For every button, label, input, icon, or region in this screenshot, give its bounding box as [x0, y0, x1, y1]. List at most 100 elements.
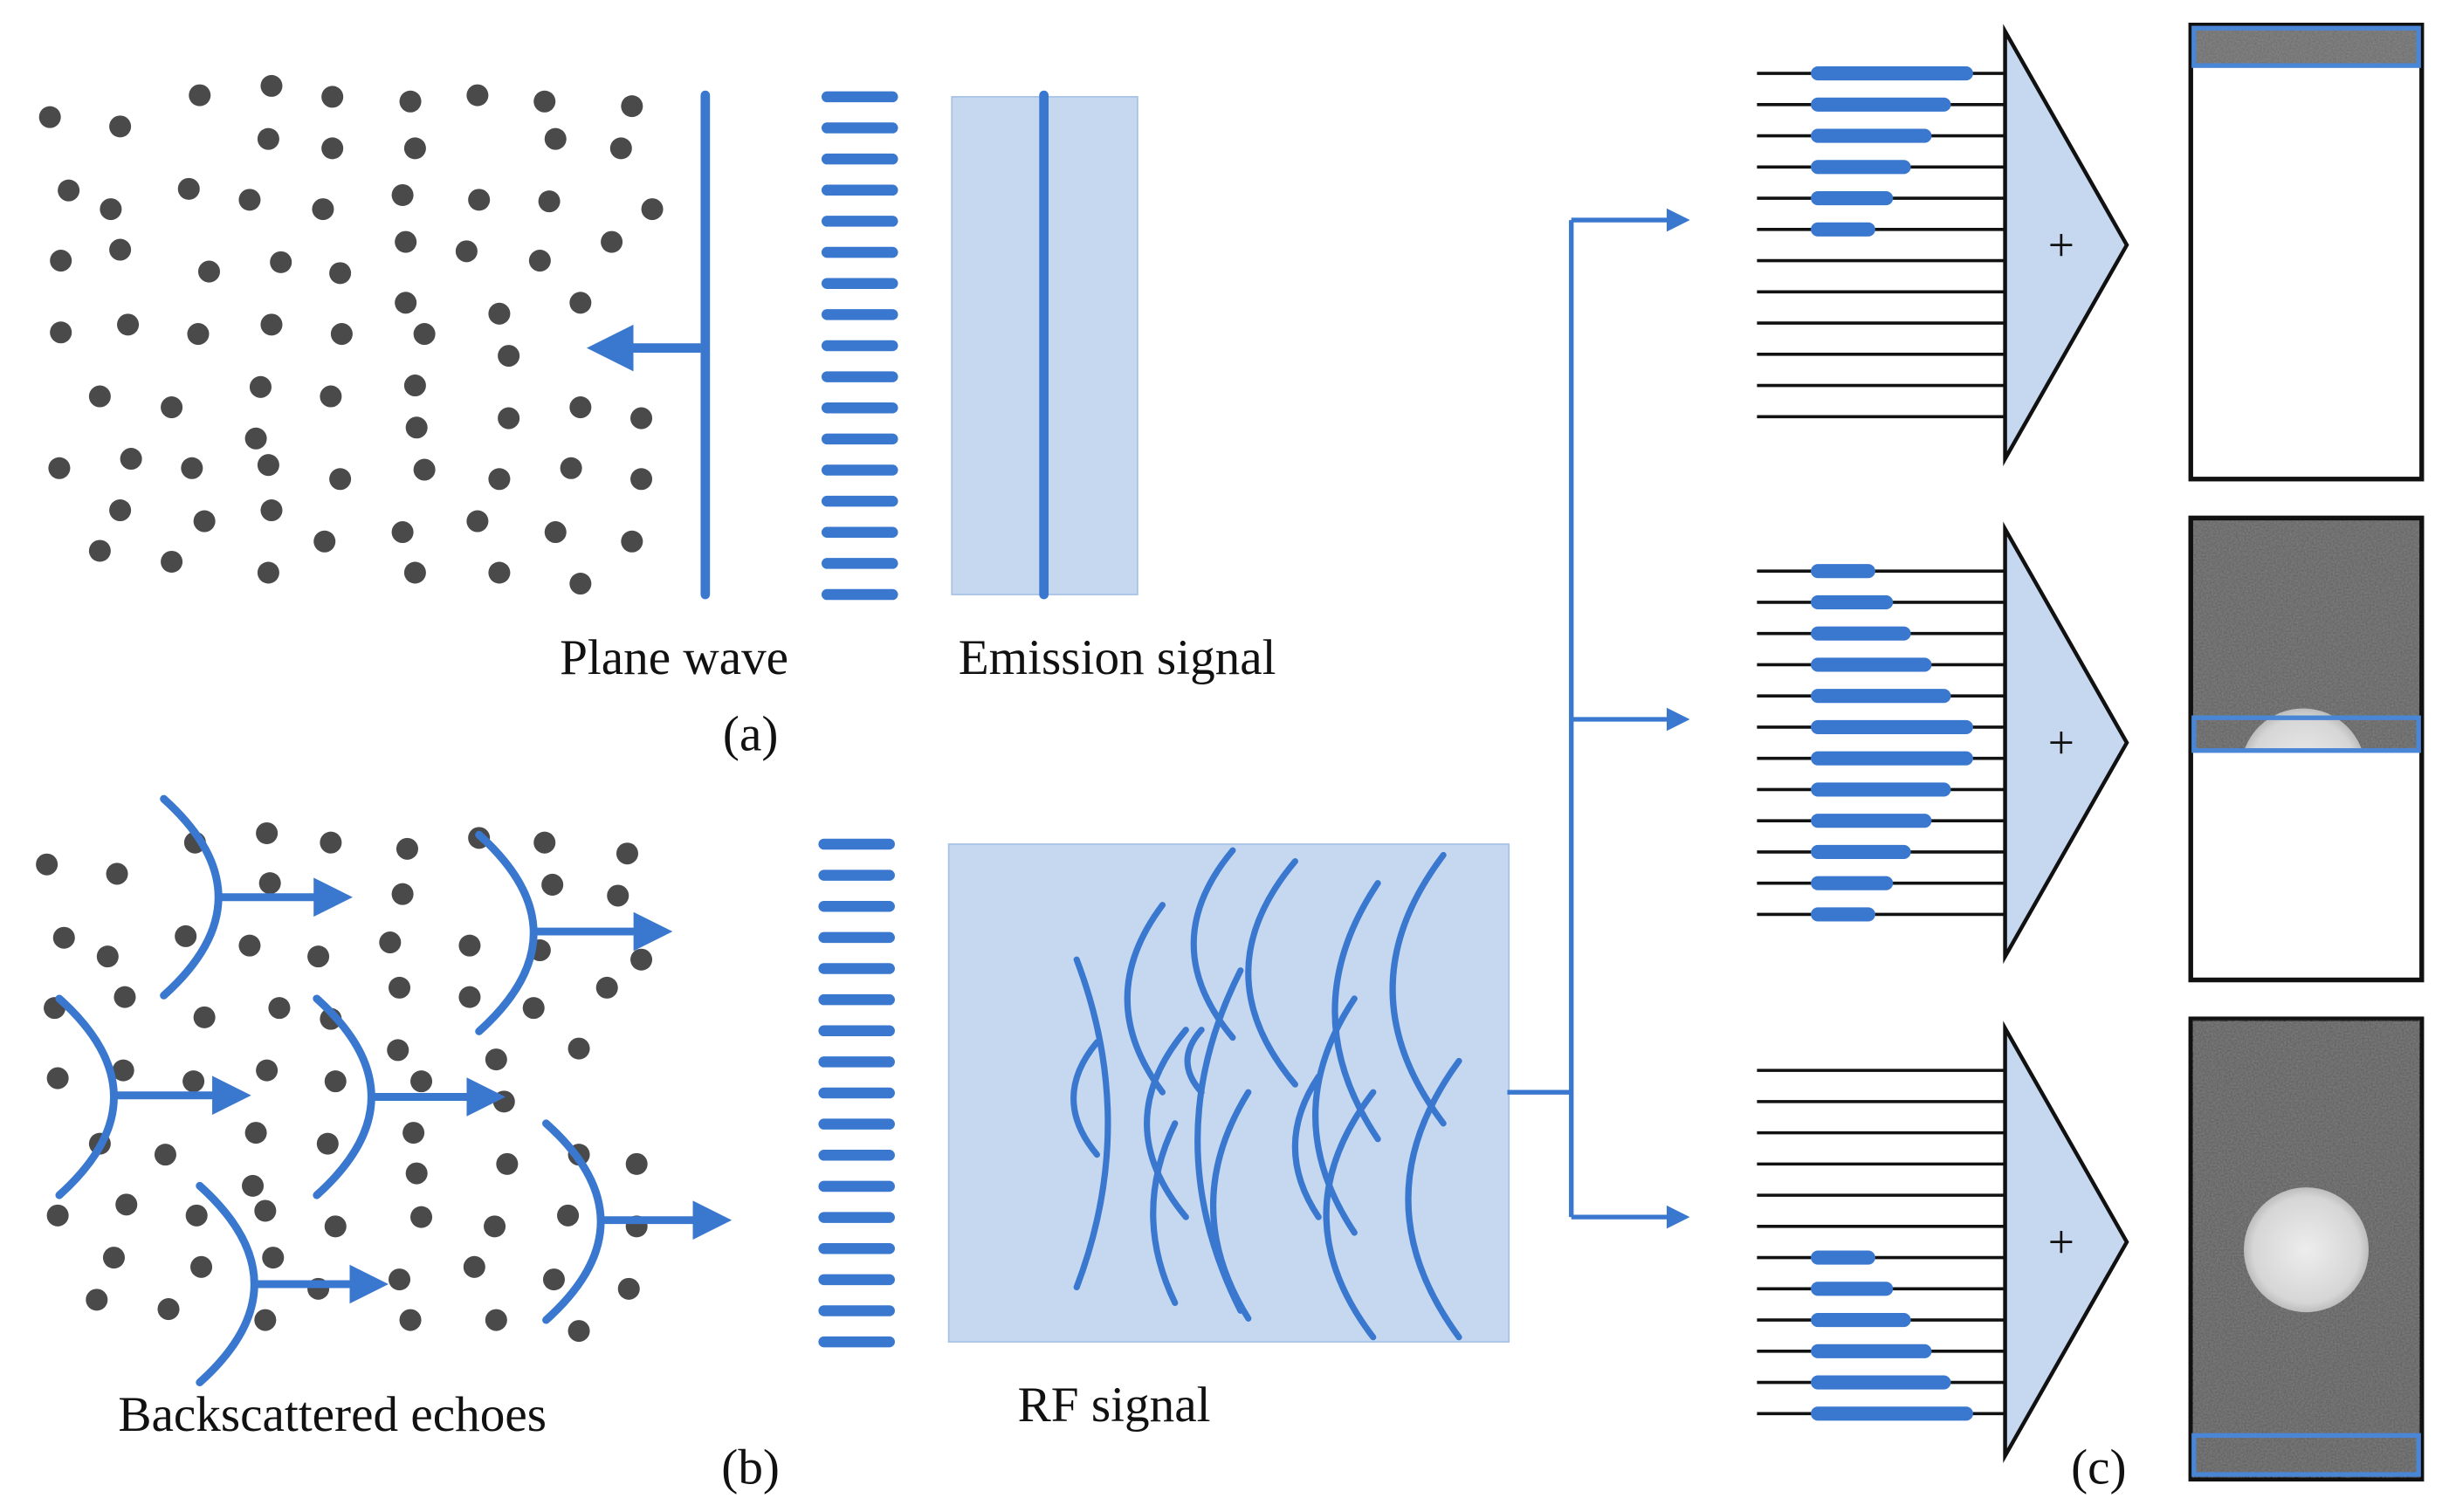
scatterer-dot [569, 573, 592, 595]
summation-triangle [2003, 1021, 2129, 1464]
scatterer-dot [260, 499, 283, 522]
scatterer-dot [403, 137, 426, 160]
highlight-row-top [2191, 25, 2421, 68]
scatterer-dot [399, 1309, 422, 1331]
scatterer-dot [114, 986, 136, 1008]
scatterer-dot [182, 1070, 205, 1093]
summation-unit-top-depth: + [1757, 24, 2129, 466]
highlight-row-middle [2191, 715, 2421, 753]
scatterer-dot [313, 530, 336, 553]
highlight-row-bottom [2191, 1433, 2421, 1477]
transducer-array-a [821, 91, 898, 601]
scatterer-dot [466, 510, 489, 533]
scatterer-dot [249, 375, 272, 398]
rf-arc [1190, 847, 1236, 1041]
rf-arc [1124, 902, 1166, 1096]
scatterer-dot [488, 302, 511, 325]
scatterer-dot [621, 95, 643, 118]
scatterer-dot [498, 345, 520, 368]
scatterer-dot [270, 251, 292, 273]
scatterer-dot [413, 323, 436, 346]
scatterer-dot [609, 137, 632, 160]
echo-arc [542, 1119, 605, 1324]
rf-arc [1405, 1057, 1462, 1341]
scatterer-dot [533, 831, 556, 854]
output-image-top [2188, 23, 2425, 482]
scatterer-dot [329, 262, 352, 285]
scatterer-dot [238, 189, 261, 211]
scatterer-dot [458, 934, 481, 957]
scatterer-dot [257, 454, 279, 477]
panel-a: Plane wave Emission signal (a) [38, 74, 1276, 762]
rf-signal-label: RF signal [1018, 1378, 1211, 1433]
scatterer-dot [38, 106, 61, 128]
scatterer-dot [260, 74, 283, 97]
sum-symbol: + [2048, 1216, 2074, 1268]
scatterer-dot [405, 1162, 428, 1185]
scatterer-dot [329, 468, 352, 491]
scatterer-dot [244, 427, 267, 450]
scatterer-dot [463, 1255, 485, 1278]
scatterer-dot [58, 179, 80, 202]
scatterer-dot [403, 375, 426, 397]
scatterer-dot [595, 976, 618, 999]
scatterer-dot [395, 230, 417, 253]
rf-arc [1073, 956, 1111, 1291]
scatterer-dot [396, 837, 418, 860]
scatterer-dot [190, 1255, 213, 1278]
scatterer-dot [485, 1048, 507, 1071]
rf-arc [1245, 858, 1298, 1088]
scatterer-dot [601, 230, 623, 253]
scatterer-dot [260, 313, 283, 336]
scatterer-dot [528, 250, 551, 272]
scatterer-dot [177, 177, 200, 200]
scatterer-dot [120, 448, 142, 471]
scatterer-dot [538, 190, 561, 213]
emission-signal-label: Emission signal [959, 630, 1276, 685]
output-image-middle [2188, 515, 2425, 983]
backscattered-echoes-label: Backscattered echoes [118, 1387, 547, 1442]
scatterer-dot [569, 396, 592, 419]
scatterer-dot [321, 86, 344, 108]
output-image-bottom [2188, 1016, 2425, 1482]
scatterer-dot [185, 1204, 208, 1227]
scatterer-dot [197, 260, 220, 283]
caption-b: (b) [721, 1440, 780, 1495]
scatterer-dot [52, 926, 75, 949]
scatterer-dot [254, 1309, 277, 1331]
scatterer-dot [395, 292, 417, 314]
scatterer-dot [175, 924, 197, 947]
scatterer-dot [268, 997, 291, 1020]
scatterer-dot [256, 1059, 279, 1082]
scatterer-dot [405, 416, 428, 439]
scatterer-dot [102, 1247, 125, 1269]
scatterer-dot [161, 550, 183, 574]
scatterer-dot [324, 1215, 347, 1238]
scatterer-dot [257, 561, 279, 584]
scatterer-dot [402, 1122, 425, 1144]
rf-arc [1184, 1027, 1205, 1096]
scatterer-dot [112, 1059, 134, 1082]
echo-arc [55, 994, 118, 1199]
rf-signal-arcs [1070, 847, 1462, 1341]
scatterer-dot [389, 976, 411, 999]
scatterer-dot [413, 458, 436, 481]
scatterer-dot [46, 1067, 69, 1089]
scatterer-dot [189, 84, 211, 107]
scatterer-dot [257, 127, 279, 150]
scatterer-dot [48, 457, 71, 479]
scatterer-dot [256, 821, 279, 844]
echo-arc [160, 794, 223, 1000]
scatterer-dot [50, 250, 72, 272]
scatterer-dot [607, 884, 629, 907]
scatterer-dot [254, 1199, 277, 1222]
scatterer-dot [391, 883, 414, 905]
rf-arc [1331, 880, 1381, 1143]
scatterer-dot [468, 189, 491, 211]
scatterer-dot [312, 198, 334, 221]
scatterer-dot [410, 1206, 433, 1228]
scatterer-dot [391, 521, 414, 544]
summation-unit-middle-depth: + [1757, 521, 2129, 965]
scatterer-dot [36, 853, 58, 876]
